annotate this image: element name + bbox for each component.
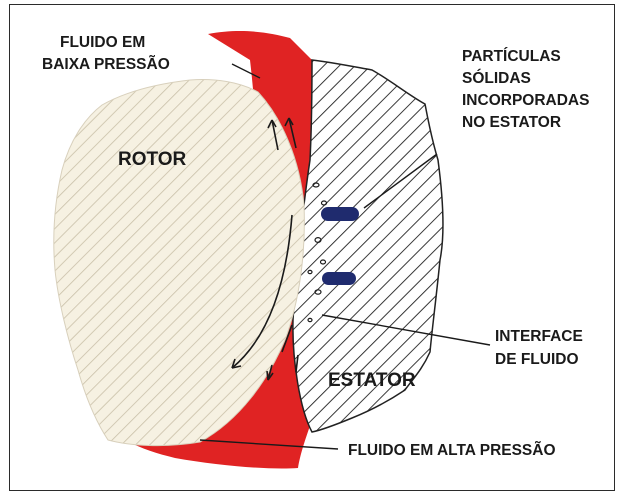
low-pressure-label-line2: BAIXA PRESSÃO	[42, 55, 170, 73]
particles-label-line4: NO ESTATOR	[462, 114, 561, 131]
high-pressure-label: FLUIDO EM ALTA PRESSÃO	[348, 441, 556, 459]
fluid-bubbles	[307, 182, 328, 323]
leader-lines	[199, 63, 491, 450]
particles-label-line3: INCORPORADAS	[462, 92, 589, 109]
rotor-body	[53, 79, 305, 447]
stator-label: ESTATOR	[328, 370, 416, 391]
particle-lower	[322, 272, 356, 285]
particles-label-line1: PARTÍCULAS	[462, 48, 561, 65]
flow-arrows	[231, 117, 299, 381]
interface-label-line1: INTERFACE	[495, 328, 583, 345]
embedded-particles	[321, 207, 359, 285]
rotor-label: ROTOR	[118, 149, 187, 170]
particle-upper	[321, 207, 359, 221]
particles-label-line2: SÓLIDAS	[462, 69, 531, 87]
interface-label-line2: DE FLUIDO	[495, 351, 579, 368]
low-pressure-label-line1: FLUIDO EM	[60, 34, 145, 51]
